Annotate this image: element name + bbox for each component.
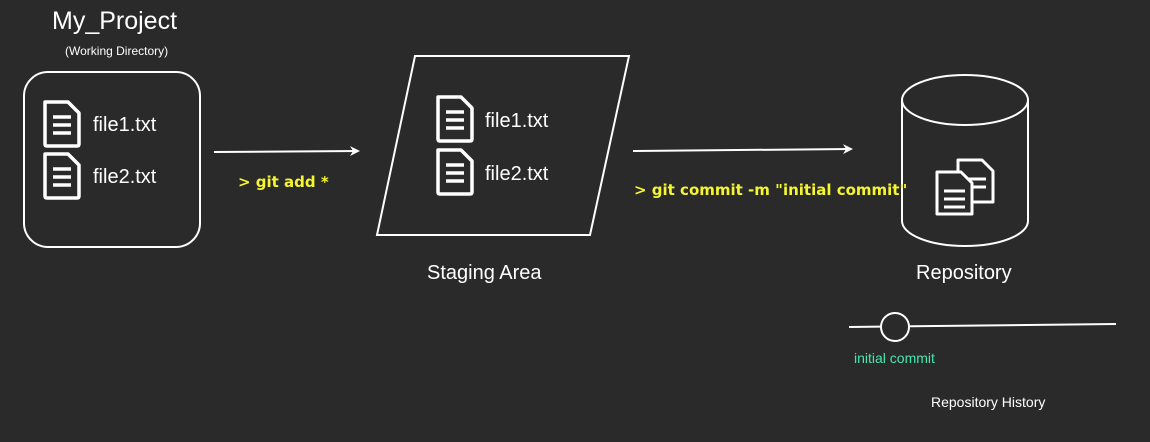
commit-node [880,312,910,342]
file-icon [43,100,81,148]
working-directory-box [23,71,201,248]
project-title: My_Project [52,7,178,35]
git-add-arrow [213,146,360,157]
repository-label: Repository [916,262,1012,284]
staged-file-label: file2.txt [485,163,549,185]
repository-history-label: Repository History [931,394,1046,410]
file-icon [43,152,81,200]
file-icon [436,95,474,143]
staging-area-label: Staging Area [427,262,542,284]
working-file-label: file1.txt [93,114,157,136]
git-commit-command: > git commit -m "initial commit" [634,181,908,199]
working-directory-subtitle: (Working Directory) [65,44,169,58]
commit-label: initial commit [854,350,935,366]
repository-cylinder [901,74,1029,247]
git-add-command: > git add * [238,173,329,191]
working-file-label: file2.txt [93,166,157,188]
staged-file-label: file1.txt [485,110,549,132]
copy-files-icon [935,158,995,216]
git-commit-arrow [632,144,853,155]
staging-area-shape [375,55,631,236]
file-icon [436,148,474,196]
